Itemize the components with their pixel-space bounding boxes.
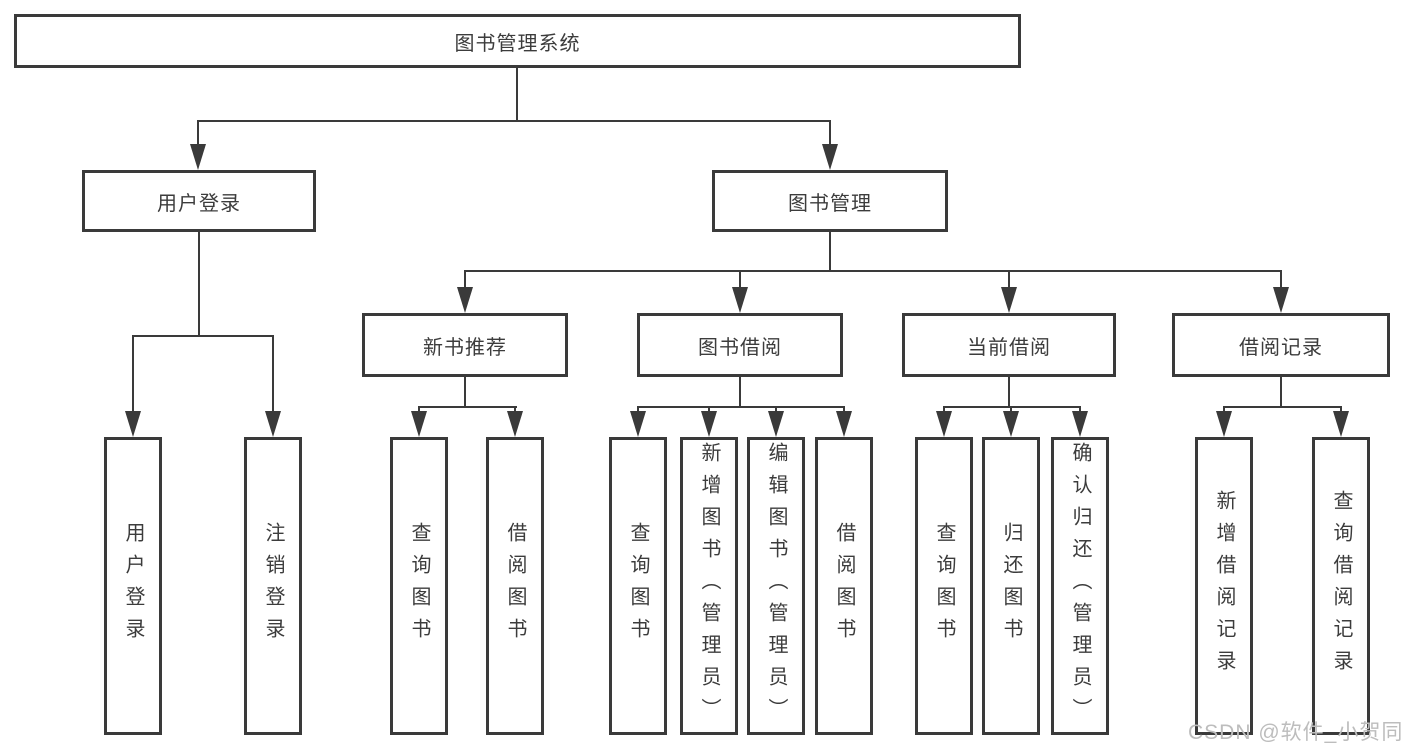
connector-drop [1010, 406, 1012, 415]
node-book-borrow: 图书借阅 [637, 313, 843, 377]
connector-drop [1340, 406, 1342, 415]
node-current-borrow: 当前借阅 [902, 313, 1116, 377]
arrow-down-icon [125, 411, 141, 437]
connector-recommend-rail [418, 406, 517, 408]
arrow-down-icon [822, 144, 838, 170]
connector-drop-records [1280, 270, 1282, 292]
leaf-add-borrow-record: 新增借阅记录 [1195, 437, 1253, 735]
arrow-down-icon [1216, 411, 1232, 437]
leaf-user-login: 用户登录 [104, 437, 162, 735]
connector-borrow-stub [739, 377, 741, 407]
arrow-down-icon [936, 411, 952, 437]
arrow-down-icon [1333, 411, 1349, 437]
arrow-down-icon [265, 411, 281, 437]
connector-drop [418, 406, 420, 415]
connector-drop [1223, 406, 1225, 415]
connector-management-stub [829, 232, 831, 272]
connector-records-stub [1280, 377, 1282, 407]
connector-level3-rail [464, 270, 1282, 272]
node-borrow-records: 借阅记录 [1172, 313, 1390, 377]
connector-drop [843, 406, 845, 415]
leaf-query-borrow-record: 查询借阅记录 [1312, 437, 1370, 735]
connector-drop [514, 406, 516, 415]
arrow-down-icon [1273, 287, 1289, 313]
arrow-down-icon [701, 411, 717, 437]
arrow-down-icon [1072, 411, 1088, 437]
leaf-edit-book-admin: 编辑图书（管理员） [747, 437, 805, 735]
arrow-down-icon [768, 411, 784, 437]
leaf-borrow-books: 借阅图书 [815, 437, 873, 735]
node-library-management-system: 图书管理系统 [14, 14, 1021, 68]
node-user-login: 用户登录 [82, 170, 316, 232]
node-book-management: 图书管理 [712, 170, 948, 232]
connector-drop [637, 406, 639, 415]
leaf-query-books-recommend: 查询图书 [390, 437, 448, 735]
arrow-down-icon [457, 287, 473, 313]
connector-root-stub [516, 68, 518, 122]
connector-drop-current [1008, 270, 1010, 292]
csdn-watermark: CSDN @软件_小贺同学 [1188, 721, 1404, 744]
connector-drop [1079, 406, 1081, 415]
connector-drop-book-management [829, 120, 831, 148]
connector-drop [775, 406, 777, 415]
arrow-down-icon [1001, 287, 1017, 313]
connector-drop [708, 406, 710, 415]
leaf-borrow-books-recommend: 借阅图书 [486, 437, 544, 735]
connector-drop-recommend [464, 270, 466, 292]
leaf-logout: 注销登录 [244, 437, 302, 735]
connector-drop-leaf-logout [272, 335, 274, 415]
arrow-down-icon [411, 411, 427, 437]
connector-current-stub [1008, 377, 1010, 407]
arrow-down-icon [732, 287, 748, 313]
connector-current-rail [943, 406, 1081, 408]
arrow-down-icon [630, 411, 646, 437]
connector-login-stub [198, 232, 200, 336]
connector-drop-borrow [739, 270, 741, 292]
connector-drop-user-login [197, 120, 199, 148]
connector-drop-leaf-login [132, 335, 134, 415]
connector-recommend-stub [464, 377, 466, 407]
arrow-down-icon [190, 144, 206, 170]
leaf-return-books: 归还图书 [982, 437, 1040, 735]
connector-drop [943, 406, 945, 415]
arrow-down-icon [1003, 411, 1019, 437]
leaf-query-books-borrow: 查询图书 [609, 437, 667, 735]
arrow-down-icon [836, 411, 852, 437]
connector-records-rail [1223, 406, 1342, 408]
connector-level2-rail [198, 120, 831, 122]
leaf-confirm-return-admin: 确认归还（管理员） [1051, 437, 1109, 735]
connector-borrow-rail [637, 406, 845, 408]
connector-login-rail [132, 335, 274, 337]
leaf-add-book-admin: 新增图书（管理员） [680, 437, 738, 735]
arrow-down-icon [507, 411, 523, 437]
leaf-query-books-current: 查询图书 [915, 437, 973, 735]
node-new-book-recommend: 新书推荐 [362, 313, 568, 377]
